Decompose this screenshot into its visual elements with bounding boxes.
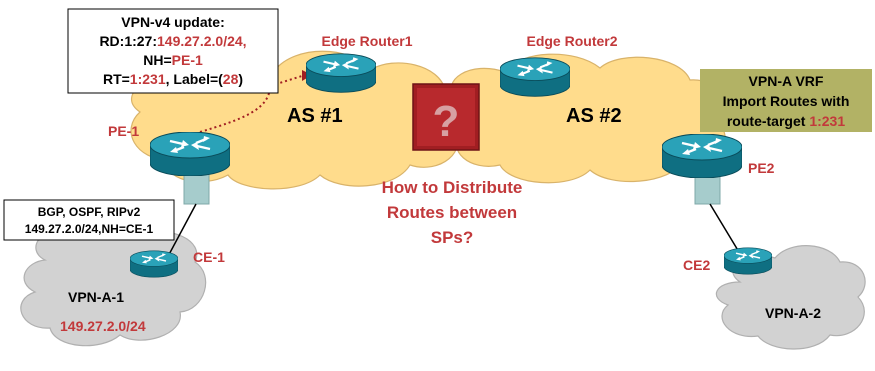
ce1-label: CE-1 bbox=[193, 249, 225, 265]
question-line2: Routes between bbox=[387, 203, 517, 222]
bgp-line2: 149.27.2.0/24,NH=CE-1 bbox=[25, 222, 154, 236]
router-icon bbox=[130, 250, 178, 278]
question-box: ? bbox=[412, 83, 480, 151]
ce2-label: CE2 bbox=[683, 257, 710, 273]
router-icon bbox=[724, 247, 772, 275]
router-icon bbox=[306, 53, 376, 93]
pe1-ce1-link bbox=[164, 203, 197, 263]
edge-router2-label: Edge Router2 bbox=[526, 33, 617, 49]
vpn-a-vrf-box: VPN-A VRF Import Routes with route-targe… bbox=[700, 69, 872, 132]
update-line4: RT=1:231, Label=(28) bbox=[103, 71, 243, 87]
router-icon bbox=[150, 132, 230, 176]
update-line1: VPN-v4 update: bbox=[121, 14, 224, 30]
as2-label: AS #2 bbox=[566, 105, 622, 127]
bgp-line1: BGP, OSPF, RIPv2 bbox=[38, 205, 141, 219]
pe1-label: PE-1 bbox=[108, 123, 139, 139]
as1-label: AS #1 bbox=[287, 105, 343, 127]
router-icon bbox=[500, 57, 570, 97]
question-line1: How to Distribute bbox=[382, 178, 523, 197]
vpn-a-1-prefix: 149.27.2.0/24 bbox=[60, 318, 146, 334]
vpnv4-update-box: VPN-v4 update: RD:1:27:149.27.2.0/24, NH… bbox=[67, 8, 279, 94]
vrf-line2: Import Routes with bbox=[723, 93, 850, 109]
vpn-a-2-label: VPN-A-2 bbox=[765, 305, 821, 321]
vpn-a-1-label: VPN-A-1 bbox=[68, 289, 124, 305]
question-mark: ? bbox=[433, 97, 460, 146]
vrf-line1: VPN-A VRF bbox=[749, 73, 824, 89]
vrf-line3: route-target 1:231 bbox=[727, 113, 845, 129]
question-line3: SPs? bbox=[431, 228, 474, 247]
edge-router1-label: Edge Router1 bbox=[321, 33, 412, 49]
update-line2: RD:1:27:149.27.2.0/24, bbox=[99, 33, 246, 49]
router-icon bbox=[662, 134, 742, 178]
bgp-ospf-rip-box: BGP, OSPF, RIPv2 149.27.2.0/24,NH=CE-1 bbox=[3, 199, 175, 241]
update-line3: NH=PE-1 bbox=[143, 52, 203, 68]
pe2-label: PE2 bbox=[748, 160, 775, 176]
